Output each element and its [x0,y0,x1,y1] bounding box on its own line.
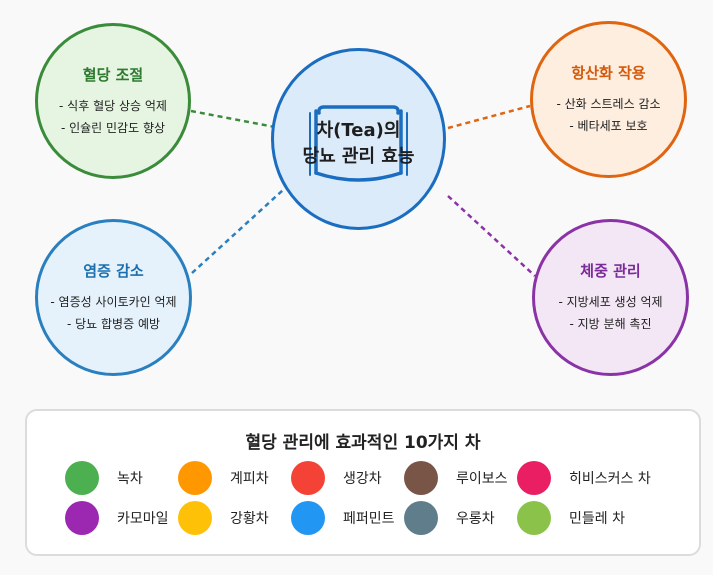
legend-label: 히비스커스 차 [569,471,651,487]
node-title: 항산화 작용 [571,64,646,82]
connector-inflammation [191,189,284,274]
connector-glucose [190,109,281,130]
legend-label: 계피차 [230,471,269,487]
color-dot-icon [178,461,212,495]
connector-antioxidant [447,104,531,130]
node-glucose-control: 혈당 조절 - 식후 혈당 상승 억제 - 인슐린 민감도 향상 [35,23,191,179]
node-title: 체중 관리 [580,262,641,280]
legend-label: 녹차 [117,471,143,487]
node-item: - 베타세포 보호 [569,119,648,133]
node-inflammation: 염증 감소 - 염증성 사이토카인 억제 - 당뇨 합병증 예방 [35,219,192,376]
color-dot-icon [404,501,438,535]
tea-legend: 혈당 관리에 효과적인 10가지 차 녹차 계피차 생강차 루이보스 히비스커스… [25,409,701,556]
legend-item: 민들레 차 [517,501,625,535]
color-dot-icon [291,501,325,535]
legend-label: 카모마일 [117,511,169,527]
color-dot-icon [404,461,438,495]
node-title: 혈당 조절 [82,65,144,84]
legend-item: 계피차 [178,461,269,495]
legend-title: 혈당 관리에 효과적인 10가지 차 [245,433,481,453]
legend-item: 루이보스 [404,461,508,495]
legend-label: 강황차 [230,511,269,527]
legend-item: 생강차 [291,461,382,495]
node-item: - 지방세포 생성 억제 [558,295,663,309]
node-item: - 산화 스트레스 감소 [556,97,661,111]
color-dot-icon [517,461,551,495]
legend-item: 페퍼민트 [291,501,395,535]
node-item: - 당뇨 합병증 예방 [66,317,161,331]
legend-label: 우롱차 [456,511,495,527]
center-title-line2: 당뇨 관리 효능 [302,146,415,167]
node-item: - 염증성 사이토카인 억제 [50,295,177,309]
legend-item: 히비스커스 차 [517,461,651,495]
connector-weight [447,195,536,277]
legend-item: 강황차 [178,501,269,535]
center-title-line1: 차(Tea)의 [316,120,401,141]
node-title: 염증 감소 [83,262,144,280]
legend-item: 카모마일 [65,501,169,535]
node-item: - 지방 분해 촉진 [569,317,652,331]
node-item: - 인슐린 민감도 향상 [60,120,166,135]
legend-label: 민들레 차 [569,511,625,527]
color-dot-icon [65,501,99,535]
node-weight-management: 체중 관리 - 지방세포 생성 억제 - 지방 분해 촉진 [532,219,689,376]
color-dot-icon [291,461,325,495]
color-dot-icon [65,461,99,495]
node-item: - 식후 혈당 상승 억제 [59,98,167,113]
legend-item: 녹차 [65,461,143,495]
tea-cup-icon: 차(Tea)의 당뇨 관리 효능 [296,101,421,187]
legend-label: 생강차 [343,471,382,487]
color-dot-icon [178,501,212,535]
cup-outline [309,105,408,182]
legend-item: 우롱차 [404,501,495,535]
node-antioxidant: 항산화 작용 - 산화 스트레스 감소 - 베타세포 보호 [530,21,687,178]
legend-label: 페퍼민트 [343,511,395,527]
color-dot-icon [517,501,551,535]
center-node: 차(Tea)의 당뇨 관리 효능 [271,48,446,230]
legend-label: 루이보스 [456,471,508,487]
